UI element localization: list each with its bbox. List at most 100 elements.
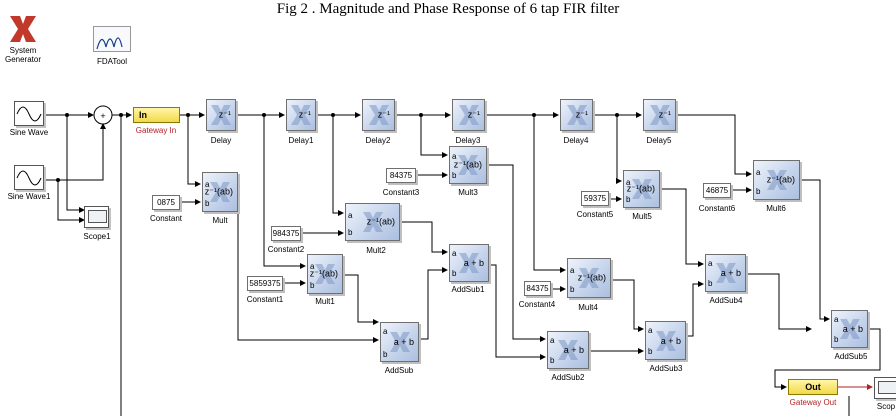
addsub5-block[interactable]: a b a + b xyxy=(831,310,868,348)
sine-wave-block[interactable] xyxy=(14,101,44,126)
mult1-label: Mult1 xyxy=(315,297,335,306)
scope1-block[interactable] xyxy=(84,206,109,228)
delay5-block[interactable]: z⁻¹ xyxy=(643,99,676,131)
xilinx-logo-icon xyxy=(579,268,599,288)
addsub5-label: AddSub5 xyxy=(834,352,868,361)
xilinx-logo-icon xyxy=(558,340,578,360)
wire xyxy=(237,193,379,343)
addsub3-label: AddSub3 xyxy=(649,364,683,373)
addsub-expr: a + b xyxy=(563,345,584,355)
port-a: a xyxy=(452,152,457,161)
delay-expr: z⁻¹ xyxy=(658,109,671,120)
sine-wave-label: Sine Wave xyxy=(9,128,49,137)
port-a: a xyxy=(834,315,839,324)
addsub1-block[interactable]: a b a + b xyxy=(449,244,489,282)
mult4-block[interactable]: a b z⁻¹(ab) xyxy=(567,258,611,298)
delay4-label: Delay4 xyxy=(563,136,589,145)
mult5-label: Mult5 xyxy=(632,212,652,221)
port-a: a xyxy=(205,180,210,189)
delay-expr: z⁻¹ xyxy=(575,109,588,120)
port-a: a xyxy=(626,178,631,187)
sine-icon xyxy=(16,170,42,186)
constant4-block[interactable]: 84375 xyxy=(524,281,551,296)
mult3-label: Mult3 xyxy=(458,188,478,197)
wire xyxy=(800,179,830,322)
constant-block[interactable]: 0875 xyxy=(152,195,180,210)
wire xyxy=(489,264,546,360)
delay1-label: Delay1 xyxy=(288,136,314,145)
port-b: b xyxy=(310,281,315,290)
delay3-block[interactable]: z⁻¹ xyxy=(452,99,485,131)
constant1-block[interactable]: 5859375 xyxy=(247,276,283,291)
wire xyxy=(533,115,566,273)
gateway-in-block[interactable]: In xyxy=(133,107,180,123)
gateway-out-block[interactable]: Out xyxy=(788,379,838,395)
delay-label: Delay xyxy=(210,136,232,145)
mult2-block[interactable]: a b z⁻¹(ab) xyxy=(345,203,400,241)
mult-block[interactable]: a b z⁻¹(ab) xyxy=(202,172,238,212)
wire xyxy=(420,115,448,158)
delay-expr: z⁻¹ xyxy=(218,109,231,120)
mult-expr: z⁻¹(ab) xyxy=(453,159,482,170)
scope-block[interactable] xyxy=(874,377,896,399)
fdatool-block[interactable] xyxy=(93,26,131,52)
xilinx-logo-icon xyxy=(291,105,311,125)
addsub4-block[interactable]: a b a + b xyxy=(705,254,746,292)
wire xyxy=(343,274,379,325)
mult-label: Mult xyxy=(212,216,228,225)
mult-expr: z⁻¹(ab) xyxy=(366,216,395,227)
xilinx-logo-icon xyxy=(459,253,479,273)
system-generator-block[interactable] xyxy=(8,14,38,44)
sine-wave1-block[interactable] xyxy=(14,165,44,190)
xilinx-logo-icon xyxy=(362,212,383,232)
delay-expr: z⁻¹ xyxy=(467,109,480,120)
xilinx-logo-icon xyxy=(649,105,670,125)
wire xyxy=(332,115,344,216)
delay-block[interactable]: z⁻¹ xyxy=(206,99,236,131)
mult1-block[interactable]: a b z⁻¹(ab) xyxy=(307,254,343,294)
xilinx-logo-icon xyxy=(389,332,410,352)
mult-expr: z⁻¹(ab) xyxy=(309,268,338,279)
wire xyxy=(686,281,704,337)
wire xyxy=(400,221,448,255)
wire xyxy=(676,114,752,177)
port-b: b xyxy=(383,350,388,359)
addsub3-block[interactable]: a b a + b xyxy=(645,321,686,360)
xilinx-logo-icon xyxy=(631,179,652,199)
mult-expr: z⁻¹(ab) xyxy=(577,272,606,283)
port-b: b xyxy=(756,187,761,196)
constant3-block[interactable]: 84375 xyxy=(386,168,416,183)
sine-icon xyxy=(16,106,42,122)
constant6-label: Constant6 xyxy=(698,204,736,213)
delay2-block[interactable]: z⁻¹ xyxy=(362,99,395,131)
xilinx-logo-icon xyxy=(655,330,676,351)
port-a: a xyxy=(648,326,653,335)
delay2-label: Delay2 xyxy=(365,136,391,145)
xilinx-logo-icon xyxy=(839,319,860,339)
wire xyxy=(263,115,306,269)
port-b: b xyxy=(348,228,353,237)
mult5-block[interactable]: a b z⁻¹(ab) xyxy=(623,170,660,208)
delay4-block[interactable]: z⁻¹ xyxy=(560,99,593,131)
constant5-block[interactable]: 59375 xyxy=(581,191,609,206)
delay-expr: z⁻¹ xyxy=(377,109,390,120)
constant5-label: Constant5 xyxy=(576,210,614,219)
mult6-block[interactable]: a b z⁻¹(ab) xyxy=(753,160,800,200)
addsub-expr: a + b xyxy=(842,324,863,334)
constant4-label: Constant4 xyxy=(518,300,556,309)
port-b: b xyxy=(452,171,457,180)
addsub-expr: a + b xyxy=(660,335,681,346)
wire xyxy=(616,115,622,184)
constant6-block[interactable]: 46875 xyxy=(703,183,731,198)
addsub2-block[interactable]: a b a + b xyxy=(547,331,589,369)
addsub-block[interactable]: a b a + b xyxy=(380,322,419,362)
constant2-block[interactable]: 984375 xyxy=(271,226,301,241)
delay1-block[interactable]: z⁻¹ xyxy=(286,99,316,131)
port-b: b xyxy=(626,195,631,204)
mult3-block[interactable]: a b z⁻¹(ab) xyxy=(449,146,487,184)
constant2-label: Constant2 xyxy=(267,245,305,254)
mult4-label: Mult4 xyxy=(578,303,598,312)
port-b: b xyxy=(452,269,457,278)
